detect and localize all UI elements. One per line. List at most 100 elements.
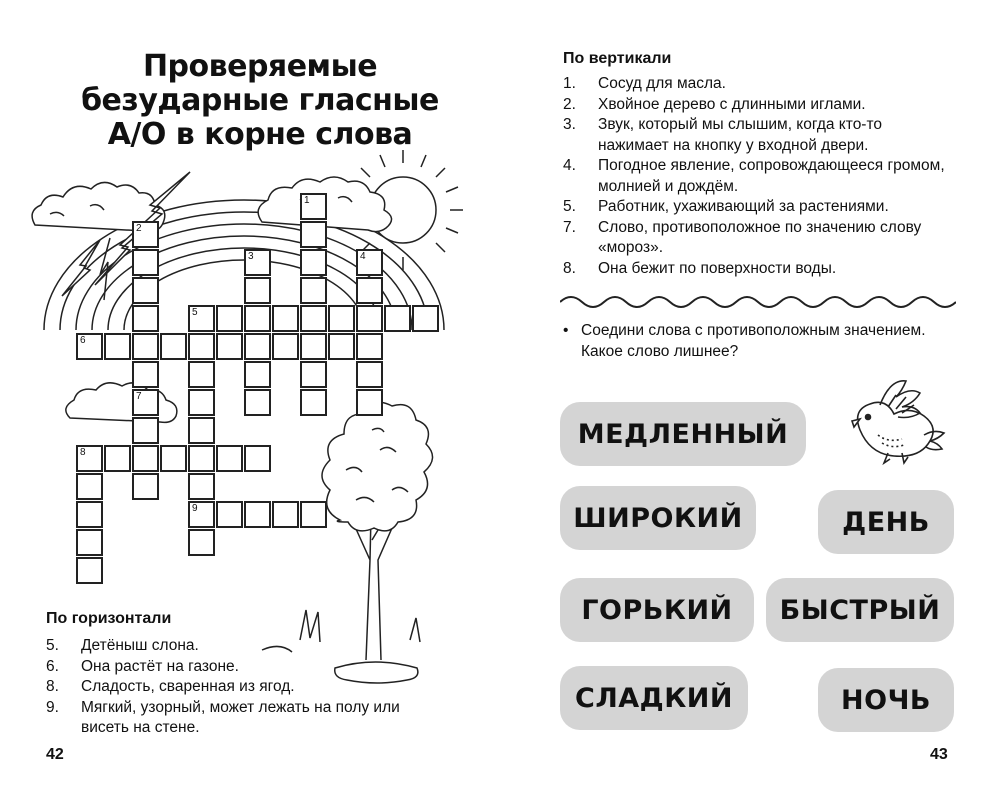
crossword-cell[interactable] bbox=[132, 333, 159, 360]
crossword-cell[interactable] bbox=[244, 333, 271, 360]
crossword-cell[interactable] bbox=[76, 557, 103, 584]
cell-number: 1 bbox=[304, 195, 310, 206]
crossword-cell[interactable] bbox=[384, 305, 411, 332]
clue-item: 3.Звук, который мы слышим, когда кто-то … bbox=[563, 116, 883, 154]
crossword-cell[interactable] bbox=[328, 333, 355, 360]
crossword-cell[interactable] bbox=[328, 305, 355, 332]
crossword-cell[interactable] bbox=[188, 417, 215, 444]
crossword-cell[interactable] bbox=[244, 277, 271, 304]
word-card[interactable]: ГОРЬКИЙ bbox=[560, 578, 754, 642]
crossword-cell[interactable] bbox=[300, 249, 327, 276]
crossword-cell[interactable] bbox=[356, 305, 383, 332]
title-line-2: безударные гласные bbox=[81, 83, 439, 118]
crossword-cell[interactable] bbox=[216, 445, 243, 472]
left-page: Проверяемые безударные гласные А/О в кор… bbox=[31, 50, 463, 763]
tree-icon bbox=[261, 401, 434, 684]
cell-number: 7 bbox=[136, 391, 142, 402]
crossword-cell[interactable] bbox=[160, 445, 187, 472]
vertical-heading: По вертикали bbox=[563, 50, 672, 67]
crossword-cell[interactable] bbox=[188, 473, 215, 500]
clue-item: 7.Слово, противоположное по значению сло… bbox=[563, 218, 922, 257]
crossword-cell[interactable] bbox=[188, 389, 215, 416]
wavy-divider bbox=[560, 296, 956, 308]
crossword-cell[interactable]: 1 bbox=[300, 193, 327, 220]
horizontal-heading: По горизонтали bbox=[46, 610, 172, 627]
cell-number: 4 bbox=[360, 251, 366, 262]
crossword-cell[interactable]: 8 bbox=[76, 445, 103, 472]
crossword-cell[interactable] bbox=[216, 501, 243, 528]
crossword-cell[interactable]: 7 bbox=[132, 389, 159, 416]
crossword-cell[interactable] bbox=[356, 333, 383, 360]
word-card[interactable]: СЛАДКИЙ bbox=[560, 666, 748, 730]
cell-number: 8 bbox=[80, 447, 86, 458]
crossword-cell[interactable] bbox=[244, 305, 271, 332]
crossword-cell[interactable] bbox=[356, 361, 383, 388]
crossword-cell[interactable] bbox=[132, 417, 159, 444]
task-instruction: • Соедини слова с противоположным значен… bbox=[563, 322, 926, 360]
word-card[interactable]: ДЕНЬ bbox=[818, 490, 954, 554]
clue-item: 8.Сладость, сваренная из ягод. bbox=[46, 678, 295, 695]
crossword-cell[interactable] bbox=[188, 445, 215, 472]
cell-number: 3 bbox=[248, 251, 254, 262]
crossword-cell[interactable] bbox=[412, 305, 439, 332]
crossword-cell[interactable] bbox=[272, 333, 299, 360]
crossword-cell[interactable] bbox=[300, 305, 327, 332]
word-card[interactable]: БЫСТРЫЙ bbox=[766, 578, 954, 642]
bird-icon bbox=[850, 380, 946, 466]
cell-number: 2 bbox=[136, 223, 142, 234]
crossword-cell[interactable] bbox=[300, 277, 327, 304]
crossword-cell[interactable] bbox=[76, 529, 103, 556]
cloud-icon bbox=[31, 181, 166, 233]
crossword-illustration bbox=[31, 150, 463, 684]
crossword-cell[interactable]: 4 bbox=[356, 249, 383, 276]
page-number-left: 42 bbox=[46, 746, 64, 763]
crossword-cell[interactable]: 6 bbox=[76, 333, 103, 360]
cell-number: 9 bbox=[192, 503, 198, 514]
clue-item: 2.Хвойное дерево с длинными иглами. bbox=[563, 95, 866, 113]
crossword-cell[interactable] bbox=[132, 305, 159, 332]
crossword-cell[interactable] bbox=[188, 361, 215, 388]
crossword-cell[interactable] bbox=[244, 389, 271, 416]
crossword-cell[interactable] bbox=[300, 389, 327, 416]
crossword-cell[interactable] bbox=[356, 277, 383, 304]
crossword-cell[interactable] bbox=[104, 445, 131, 472]
crossword-cell[interactable] bbox=[216, 333, 243, 360]
clue-item: 9.Мягкий, узорный, может лежать на полу … bbox=[46, 698, 400, 737]
crossword-cell[interactable]: 9 bbox=[188, 501, 215, 528]
crossword-cell[interactable] bbox=[188, 333, 215, 360]
word-card[interactable]: МЕДЛЕННЫЙ bbox=[560, 402, 806, 466]
crossword-cell[interactable] bbox=[272, 501, 299, 528]
crossword-cell[interactable] bbox=[76, 473, 103, 500]
title-line-3: А/О в корне слова bbox=[107, 117, 413, 152]
crossword-cell[interactable]: 3 bbox=[244, 249, 271, 276]
crossword-cell[interactable] bbox=[272, 305, 299, 332]
cell-number: 5 bbox=[192, 307, 198, 318]
crossword-cell[interactable] bbox=[188, 529, 215, 556]
crossword-cell[interactable] bbox=[132, 445, 159, 472]
crossword-cell[interactable] bbox=[160, 333, 187, 360]
word-card[interactable]: НОЧЬ bbox=[818, 668, 954, 732]
crossword-cell[interactable] bbox=[132, 361, 159, 388]
crossword-cell[interactable] bbox=[216, 305, 243, 332]
crossword-cell[interactable] bbox=[300, 221, 327, 248]
crossword-cell[interactable] bbox=[132, 277, 159, 304]
crossword-cell[interactable]: 5 bbox=[188, 305, 215, 332]
crossword-cell[interactable] bbox=[244, 361, 271, 388]
crossword-cell[interactable] bbox=[356, 389, 383, 416]
crossword-cell[interactable] bbox=[300, 501, 327, 528]
page-number-right: 43 bbox=[930, 746, 948, 763]
crossword-cell[interactable] bbox=[300, 361, 327, 388]
page-title: Проверяемые безударные гласные А/О в кор… bbox=[60, 50, 460, 152]
crossword-cell[interactable]: 2 bbox=[132, 221, 159, 248]
crossword-cell[interactable] bbox=[244, 445, 271, 472]
crossword-cell[interactable] bbox=[132, 473, 159, 500]
crossword-cell[interactable] bbox=[76, 501, 103, 528]
clue-item: 5.Работник, ухаживающий за растениями. bbox=[563, 198, 889, 215]
clue-item: 8.Она бежит по поверхности воды. bbox=[563, 259, 837, 277]
crossword-cell[interactable] bbox=[300, 333, 327, 360]
word-card[interactable]: ШИРОКИЙ bbox=[560, 486, 756, 550]
crossword-cell[interactable] bbox=[132, 249, 159, 276]
crossword-cell[interactable] bbox=[244, 501, 271, 528]
crossword-cell[interactable] bbox=[104, 333, 131, 360]
horizontal-clues: 5.Детёныш слона. 6.Она растёт на газоне.… bbox=[46, 636, 446, 739]
